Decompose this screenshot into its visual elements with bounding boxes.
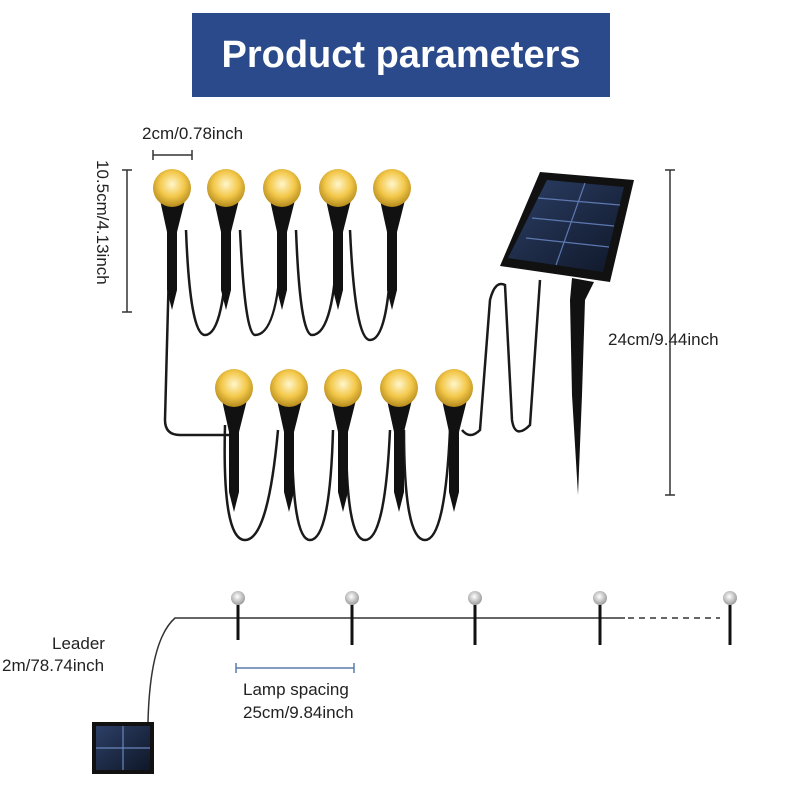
layout-schematic: [92, 591, 737, 774]
small-solar-panel: [92, 722, 154, 774]
lamp: [207, 169, 245, 310]
lamp: [324, 369, 362, 512]
small-lamp: [593, 591, 607, 645]
stake-height-dimension: [122, 169, 132, 313]
small-lamp: [231, 591, 245, 640]
solar-panel: [500, 172, 634, 495]
lamp: [153, 169, 191, 310]
stake-height-label: 10.5cm/4.13inch: [93, 160, 112, 285]
lamp: [319, 169, 357, 310]
leader-label: Leader: [52, 634, 105, 653]
lamp: [373, 169, 411, 310]
small-lamp: [468, 591, 482, 645]
lamp-row-bottom: [215, 369, 473, 512]
lamp: [270, 369, 308, 512]
lamp: [215, 369, 253, 512]
small-lamp: [723, 591, 737, 645]
bulb-diameter-dimension: [152, 150, 193, 160]
lamp-row-top: [153, 169, 411, 310]
bulb-diameter-label: 2cm/0.78inch: [142, 124, 244, 143]
small-lamp: [345, 591, 359, 645]
lamp: [435, 369, 473, 512]
panel-height-dimension: [665, 169, 675, 496]
leader-length: 2m/78.74inch: [2, 656, 105, 675]
panel-height-label: 24cm/9.44inch: [608, 330, 719, 349]
title-banner: Product parameters: [192, 13, 610, 97]
spacing-label: Lamp spacing: [243, 680, 349, 699]
lamp: [380, 369, 418, 512]
spacing-value: 25cm/9.84inch: [243, 703, 354, 722]
string-wire: [163, 229, 542, 542]
lamp: [263, 169, 301, 310]
page-title: Product parameters: [221, 33, 581, 76]
